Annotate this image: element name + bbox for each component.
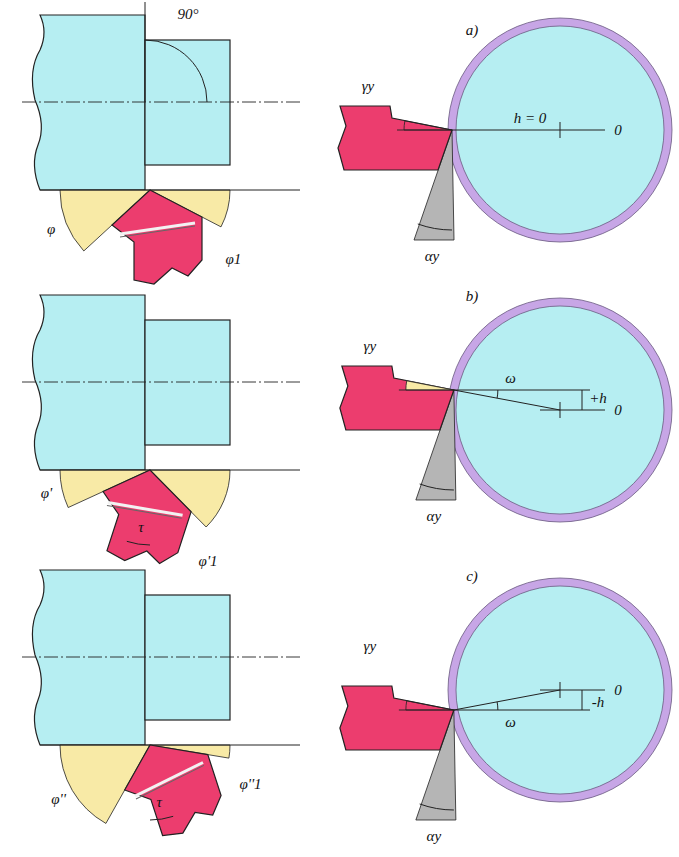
- workpiece-outline: [448, 578, 672, 802]
- center-line: [454, 390, 560, 410]
- angle-arc: [420, 484, 454, 490]
- angle-label: φ'': [49, 790, 68, 807]
- angle-label: τ: [136, 519, 145, 536]
- angle-label: 0: [612, 682, 624, 699]
- angle-label: 90°: [176, 6, 201, 23]
- angle-sector: [406, 381, 454, 390]
- center-line: [454, 690, 560, 710]
- section-view: [338, 18, 672, 242]
- angle-label: αy: [423, 248, 442, 265]
- angle-label: +h: [587, 390, 609, 407]
- reference-line: [145, 2, 146, 102]
- angle-label: αy: [425, 508, 444, 525]
- cutting-tool: [340, 686, 454, 750]
- angle-label: αy: [425, 828, 444, 845]
- dimension-line: [582, 690, 583, 710]
- workpiece: [32, 15, 145, 190]
- tool-insert-line: [133, 765, 208, 799]
- workpiece-step: [145, 320, 230, 445]
- angle-label: φ''1: [237, 776, 263, 793]
- angle-label: c): [464, 568, 480, 585]
- workpiece-step: [145, 595, 230, 720]
- center-line: [540, 410, 605, 411]
- angle-sector: [406, 701, 454, 710]
- angle-arc: [418, 224, 452, 230]
- workpiece-outline: [448, 298, 672, 522]
- reference-line: [40, 470, 300, 471]
- angle-label: γy: [360, 78, 377, 95]
- angle-arc: [150, 816, 173, 820]
- angle-label: 0: [612, 402, 624, 419]
- axis-line: [22, 657, 300, 658]
- plan-view: [22, 295, 300, 575]
- workpiece-outline: [448, 18, 672, 242]
- workpiece-section: [452, 582, 668, 798]
- cutting-tool: [85, 458, 200, 575]
- tool-insert-line: [120, 226, 195, 237]
- angle-label: φ': [39, 484, 55, 501]
- angle-label: γy: [362, 638, 379, 655]
- angle-label: b): [464, 288, 481, 305]
- tool-insert-line: [108, 492, 183, 526]
- angle-arc: [127, 541, 150, 545]
- reference-line: [399, 710, 454, 711]
- plan-view: [22, 570, 300, 846]
- cutting-tool: [340, 366, 454, 430]
- workpiece: [32, 570, 145, 745]
- cutting-tool: [114, 729, 229, 846]
- tool-insert-line: [132, 762, 207, 796]
- angle-label: τ: [154, 794, 163, 811]
- reference-line: [399, 390, 454, 391]
- angle-label: -h: [590, 694, 607, 711]
- axis-line: [22, 102, 300, 103]
- reference-line: [397, 130, 452, 131]
- angle-label: φ1: [224, 250, 244, 267]
- cutting-tool: [338, 106, 452, 170]
- angle-label: φ'1: [197, 553, 220, 570]
- angle-label: φ: [45, 220, 57, 237]
- dimension-line: [582, 390, 583, 410]
- reference-line: [40, 190, 300, 191]
- tool-insert-line: [107, 495, 182, 529]
- reference-line: [454, 710, 590, 711]
- center-line: [452, 130, 605, 131]
- angle-label: a): [464, 22, 481, 39]
- angle-arc: [145, 40, 207, 102]
- workpiece-outline: [456, 586, 664, 794]
- section-view: [340, 298, 672, 522]
- workpiece-step: [145, 40, 230, 165]
- section-view: [340, 578, 672, 820]
- angle-arc: [497, 702, 499, 710]
- plan-view: [22, 2, 300, 284]
- workpiece-outline: [456, 306, 664, 514]
- tool-insert-line: [120, 223, 195, 234]
- angle-label: γy: [362, 338, 379, 355]
- reference-line: [454, 390, 590, 391]
- center-line: [540, 690, 605, 691]
- angle-sector: [404, 121, 452, 130]
- angle-label: ω: [503, 369, 518, 386]
- workpiece-section: [452, 302, 668, 518]
- cutting-tool: [112, 190, 202, 284]
- angle-arc: [420, 804, 454, 810]
- workpiece-section: [452, 22, 668, 238]
- workpiece: [32, 295, 145, 470]
- angle-label: ω: [503, 714, 518, 731]
- angle-arc: [497, 390, 499, 398]
- angle-label: 0: [612, 122, 624, 139]
- reference-line: [40, 745, 300, 746]
- angle-label: h = 0: [512, 110, 549, 127]
- axis-line: [22, 382, 300, 383]
